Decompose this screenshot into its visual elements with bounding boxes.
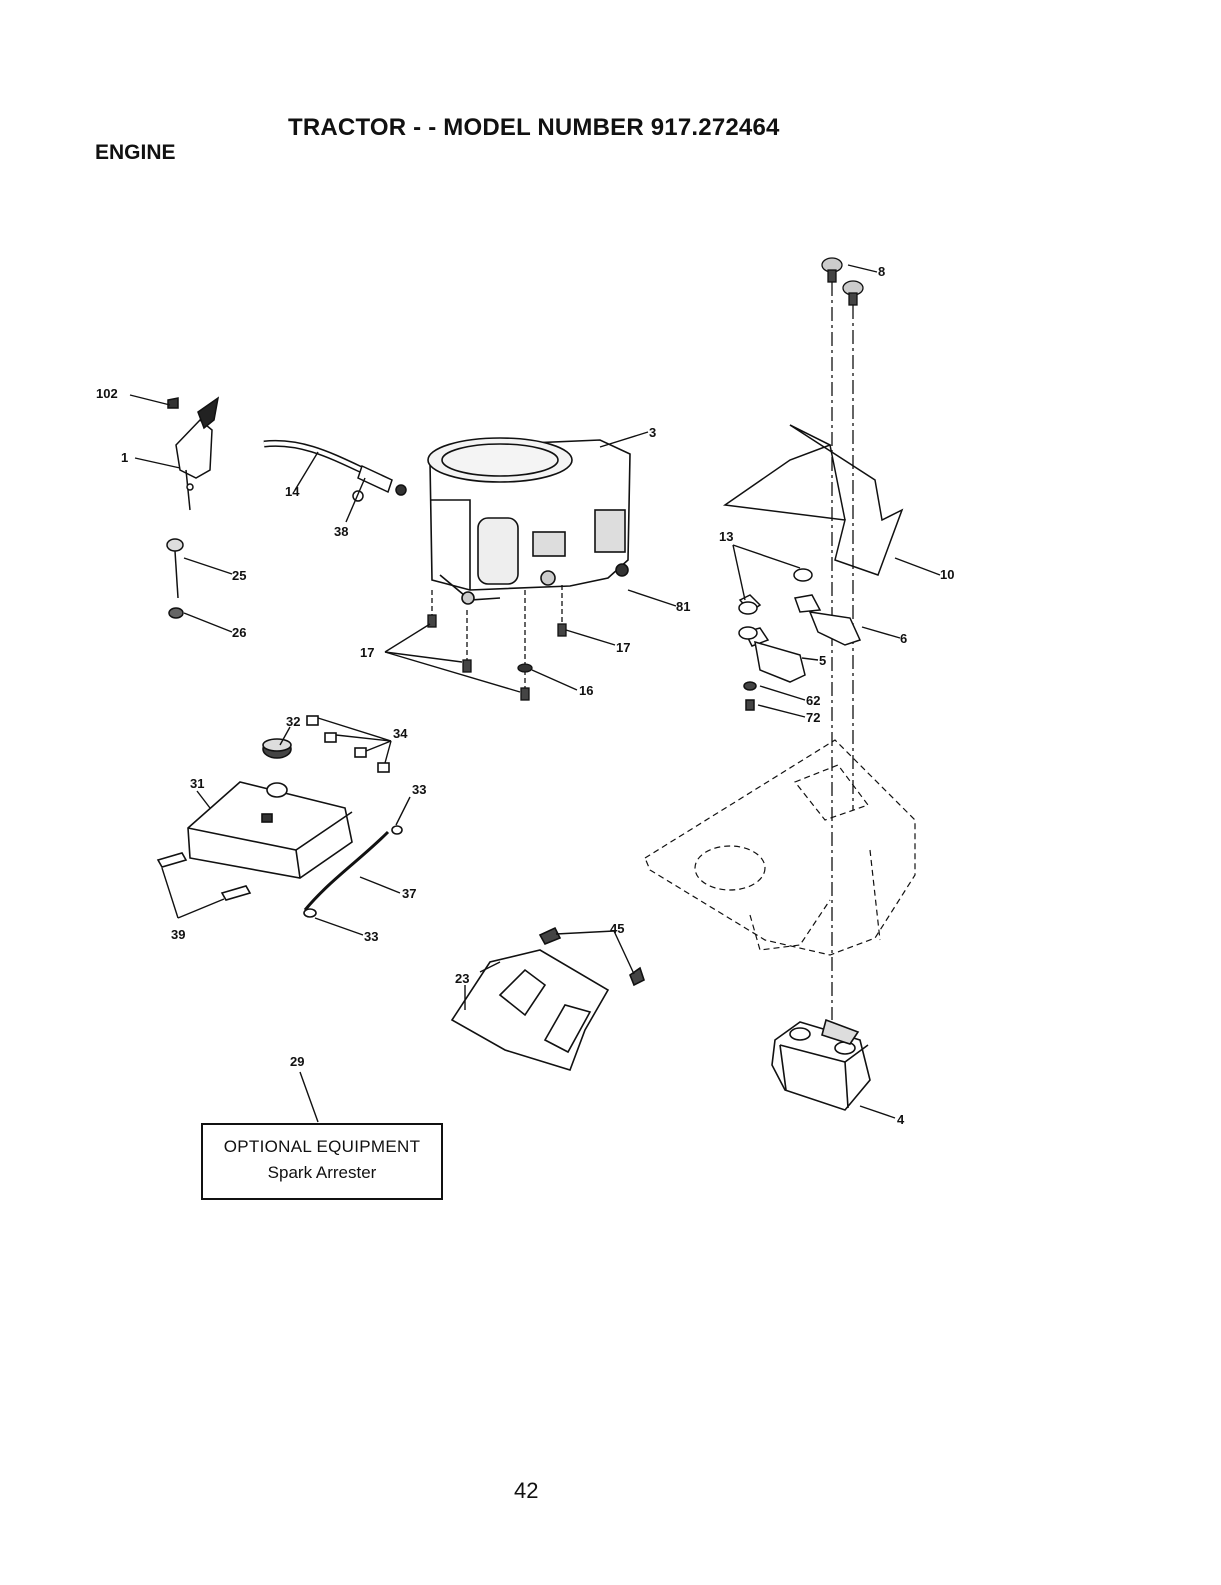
callout-34: 34 bbox=[393, 726, 408, 741]
callout-17-left: 17 bbox=[360, 645, 374, 660]
callout-72: 72 bbox=[806, 710, 820, 725]
callout-17-right: 17 bbox=[616, 640, 630, 655]
exhaust-pipes-part bbox=[739, 569, 860, 710]
callout-81: 81 bbox=[676, 599, 690, 614]
callout-38: 38 bbox=[334, 524, 348, 539]
chassis-plate-part bbox=[645, 740, 915, 955]
callout-45: 45 bbox=[610, 921, 624, 936]
page-number: 42 bbox=[514, 1478, 538, 1504]
callout-25: 25 bbox=[232, 568, 246, 583]
callout-102: 102 bbox=[96, 386, 118, 401]
engine-part bbox=[428, 438, 630, 604]
callout-13: 13 bbox=[719, 529, 733, 544]
callout-39: 39 bbox=[171, 927, 185, 942]
optional-equipment-heading: OPTIONAL EQUIPMENT bbox=[203, 1137, 441, 1157]
callout-14: 14 bbox=[285, 484, 300, 499]
callout-16: 16 bbox=[579, 683, 593, 698]
spark-arrester-part bbox=[452, 928, 644, 1070]
callout-33-bottom: 33 bbox=[364, 929, 378, 944]
throttle-control-part bbox=[168, 398, 218, 510]
spark-arrester-label: Spark Arrester bbox=[203, 1163, 441, 1183]
choke-knob-part bbox=[167, 539, 183, 618]
callout-26: 26 bbox=[232, 625, 246, 640]
callout-23: 23 bbox=[455, 971, 469, 986]
callout-8: 8 bbox=[878, 264, 885, 279]
callout-4: 4 bbox=[897, 1112, 905, 1127]
fuel-filter-part bbox=[353, 466, 406, 501]
callout-33-top: 33 bbox=[412, 782, 426, 797]
heat-shield-part bbox=[725, 425, 902, 575]
air-cleaner-part bbox=[158, 716, 402, 917]
engine-bolts-part bbox=[428, 585, 566, 700]
callout-6: 6 bbox=[900, 631, 907, 646]
callout-32: 32 bbox=[286, 714, 300, 729]
optional-equipment-box: OPTIONAL EQUIPMENT Spark Arrester bbox=[201, 1123, 443, 1200]
muffler-part bbox=[772, 1020, 870, 1110]
callout-1: 1 bbox=[121, 450, 128, 465]
callout-10: 10 bbox=[940, 567, 954, 582]
callout-31: 31 bbox=[190, 776, 204, 791]
callout-3: 3 bbox=[649, 425, 656, 440]
callout-62: 62 bbox=[806, 693, 820, 708]
callout-29: 29 bbox=[290, 1054, 304, 1069]
callout-5: 5 bbox=[819, 653, 826, 668]
callout-37: 37 bbox=[402, 886, 416, 901]
